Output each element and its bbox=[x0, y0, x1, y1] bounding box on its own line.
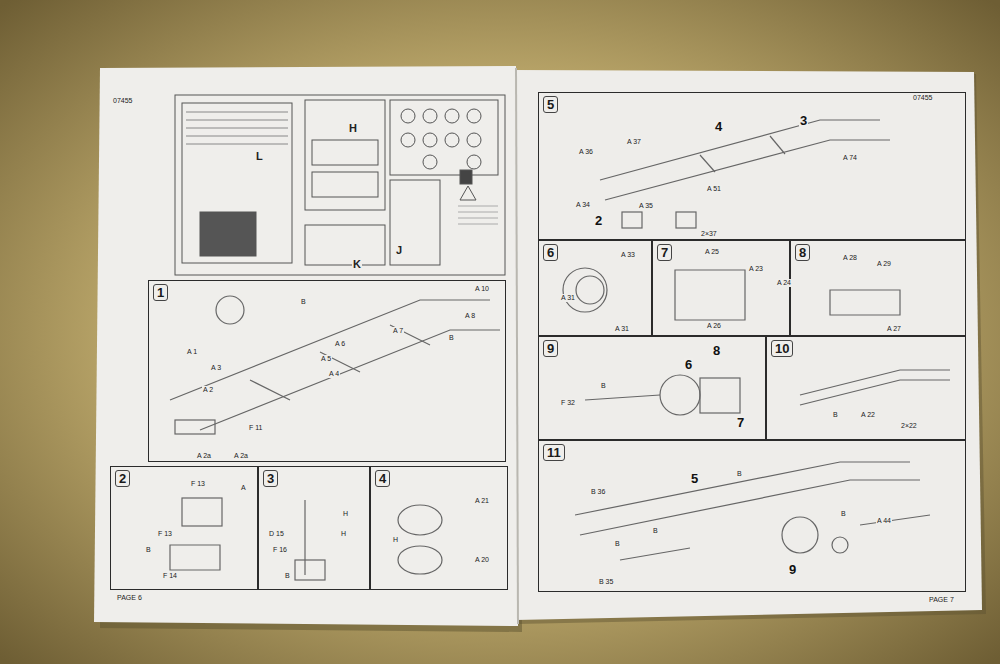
part-label: B bbox=[300, 298, 307, 306]
part-label: A 4 bbox=[328, 370, 340, 378]
part-label: B bbox=[448, 334, 455, 342]
part-label: B 35 bbox=[598, 578, 614, 586]
part-label: PAGE 7 bbox=[928, 596, 955, 604]
step-panel: 8 bbox=[790, 240, 966, 336]
part-label: A 7 bbox=[392, 327, 404, 335]
part-label: A 1 bbox=[186, 348, 198, 356]
part-label: A 44 bbox=[876, 517, 892, 525]
part-label: A 21 bbox=[474, 497, 490, 505]
part-label: B bbox=[736, 470, 743, 478]
callout-number: 6 bbox=[684, 358, 693, 372]
sprue-letter: J bbox=[395, 244, 403, 256]
part-label: A 24 bbox=[776, 279, 792, 287]
part-label: A bbox=[240, 484, 247, 492]
part-label: A 20 bbox=[474, 556, 490, 564]
part-label: 07455 bbox=[912, 94, 933, 102]
step-panel: 4 bbox=[370, 466, 508, 590]
part-label: 07455 bbox=[112, 97, 133, 105]
part-label: A 26 bbox=[706, 322, 722, 330]
step-number: 6 bbox=[543, 244, 558, 261]
step-number: 4 bbox=[375, 470, 390, 487]
part-label: 2×22 bbox=[900, 422, 918, 430]
part-label: H bbox=[392, 536, 399, 544]
callout-number: 8 bbox=[712, 344, 721, 358]
step-panel: 2 bbox=[110, 466, 258, 590]
part-label: B bbox=[284, 572, 291, 580]
step-panel: 11 bbox=[538, 440, 966, 592]
callout-number: 5 bbox=[690, 472, 699, 486]
part-label: A 33 bbox=[620, 251, 636, 259]
part-label: A 2a bbox=[233, 452, 249, 460]
part-label: A 22 bbox=[860, 411, 876, 419]
step-number: 5 bbox=[543, 96, 558, 113]
part-label: B bbox=[652, 527, 659, 535]
part-label: F 14 bbox=[162, 572, 178, 580]
part-label: A 2 bbox=[202, 386, 214, 394]
part-label: A 36 bbox=[578, 148, 594, 156]
step-panel: 10 bbox=[766, 336, 966, 440]
step-number: 7 bbox=[657, 244, 672, 261]
part-label: A 29 bbox=[876, 260, 892, 268]
part-label: F 13 bbox=[157, 530, 173, 538]
part-label: B bbox=[614, 540, 621, 548]
step-panel: 3 bbox=[258, 466, 370, 590]
part-label: A 37 bbox=[626, 138, 642, 146]
part-label: F 13 bbox=[190, 480, 206, 488]
part-label: F 16 bbox=[272, 546, 288, 554]
step-panel: 9 bbox=[538, 336, 766, 440]
step-number: 2 bbox=[115, 470, 130, 487]
part-label: A 28 bbox=[842, 254, 858, 262]
part-label: A 8 bbox=[464, 312, 476, 320]
part-label: PAGE 6 bbox=[116, 594, 143, 602]
part-label: 2×37 bbox=[700, 230, 718, 238]
part-label: H bbox=[342, 510, 349, 518]
part-label: A 23 bbox=[748, 265, 764, 273]
part-label: A 2a bbox=[196, 452, 212, 460]
part-label: F 11 bbox=[248, 424, 264, 432]
part-label: B bbox=[840, 510, 847, 518]
step-number: 1 bbox=[153, 284, 168, 301]
callout-number: 3 bbox=[799, 114, 808, 128]
part-label: B bbox=[832, 411, 839, 419]
sprue-letter: H bbox=[348, 122, 358, 134]
part-label: A 31 bbox=[614, 325, 630, 333]
part-label: A 31 bbox=[560, 294, 576, 302]
step-number: 11 bbox=[543, 444, 565, 461]
part-label: B bbox=[145, 546, 152, 554]
step-number: 8 bbox=[795, 244, 810, 261]
part-label: B 36 bbox=[590, 488, 606, 496]
part-label: A 35 bbox=[638, 202, 654, 210]
part-label: A 6 bbox=[334, 340, 346, 348]
part-label: D 15 bbox=[268, 530, 285, 538]
part-label: F 32 bbox=[560, 399, 576, 407]
callout-number: 4 bbox=[714, 120, 723, 134]
part-label: A 34 bbox=[575, 201, 591, 209]
step-number: 9 bbox=[543, 340, 558, 357]
callout-number: 7 bbox=[736, 416, 745, 430]
step-number: 3 bbox=[263, 470, 278, 487]
part-label: A 51 bbox=[706, 185, 722, 193]
step-panel: 1 bbox=[148, 280, 506, 462]
part-label: A 10 bbox=[474, 285, 490, 293]
part-label: A 74 bbox=[842, 154, 858, 162]
part-label: A 25 bbox=[704, 248, 720, 256]
callout-number: 9 bbox=[788, 563, 797, 577]
part-label: A 5 bbox=[320, 355, 332, 363]
sprue-letter: K bbox=[352, 258, 362, 270]
sprue-letter: L bbox=[255, 150, 264, 162]
part-label: A 27 bbox=[886, 325, 902, 333]
step-number: 10 bbox=[771, 340, 793, 357]
part-label: H bbox=[340, 530, 347, 538]
part-label: B bbox=[600, 382, 607, 390]
part-label: A 3 bbox=[210, 364, 222, 372]
callout-number: 2 bbox=[594, 214, 603, 228]
